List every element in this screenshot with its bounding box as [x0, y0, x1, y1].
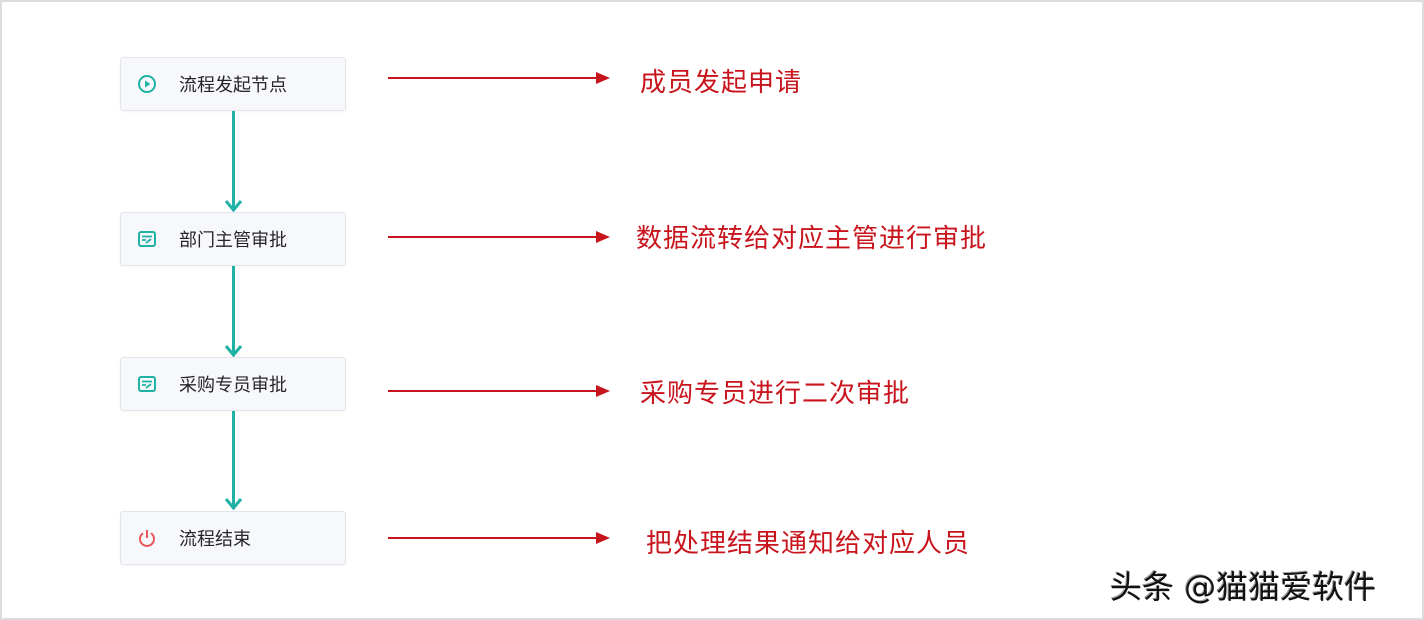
annotation-text: 成员发起申请: [640, 68, 803, 98]
annotation-text: 采购专员进行二次审批: [640, 379, 911, 409]
arrow-right-icon: [388, 231, 610, 243]
annotation-text: 把处理结果通知给对应人员: [646, 529, 971, 559]
arrow-right-icon: [388, 385, 610, 397]
arrow-down-icon: [224, 345, 243, 357]
approval-form-icon: [137, 374, 157, 394]
node-label: 部门主管审批: [179, 230, 287, 251]
arrow-down-icon: [224, 498, 243, 510]
connector-line: [232, 411, 235, 509]
arrow-right-icon: [388, 72, 610, 84]
arrow-right-icon: [388, 532, 610, 544]
flow-node-purchase-approval[interactable]: 采购专员审批: [120, 357, 346, 411]
flow-node-end[interactable]: 流程结束: [120, 511, 346, 565]
connector-line: [232, 266, 235, 356]
approval-form-icon: [137, 229, 157, 249]
node-label: 采购专员审批: [179, 375, 287, 396]
play-circle-icon: [137, 74, 157, 94]
annotation-text: 数据流转给对应主管进行审批: [636, 224, 988, 254]
node-label: 流程发起节点: [179, 75, 287, 96]
arrow-down-icon: [224, 200, 243, 212]
flow-node-dept-approval[interactable]: 部门主管审批: [120, 212, 346, 266]
connector-line: [232, 111, 235, 211]
power-icon: [137, 528, 157, 548]
watermark: 头条 @猫猫爱软件: [1110, 568, 1377, 606]
node-label: 流程结束: [179, 529, 251, 550]
flow-node-start[interactable]: 流程发起节点: [120, 57, 346, 111]
